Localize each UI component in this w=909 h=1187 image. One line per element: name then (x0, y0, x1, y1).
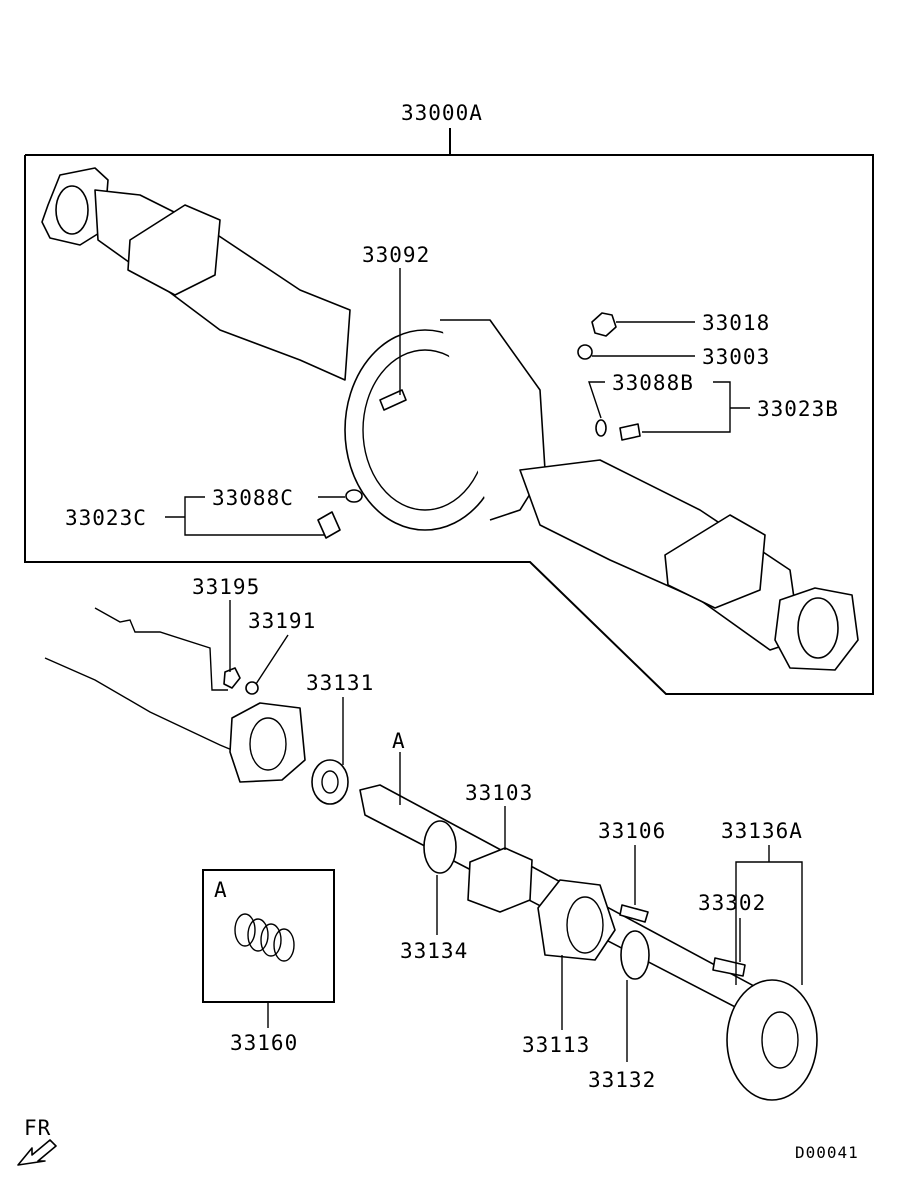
label-front: FR (24, 1116, 51, 1140)
label-33106: 33106 (598, 819, 666, 843)
label-mark-a: A (392, 729, 406, 753)
label-33023B: 33023B (757, 397, 839, 421)
front-arrow-icon (17, 1139, 57, 1166)
label-33103: 33103 (465, 781, 533, 805)
label-detail-a: A (214, 878, 228, 902)
label-33136A: 33136A (721, 819, 803, 843)
label-33195: 33195 (192, 575, 260, 599)
label-33302: 33302 (698, 891, 766, 915)
upper-leader-lines (165, 268, 750, 536)
label-33088C: 33088C (212, 486, 294, 510)
axle-housing-frame (24, 128, 874, 695)
label-33160: 33160 (230, 1031, 298, 1055)
label-33134: 33134 (400, 939, 468, 963)
diagram-code: D00041 (795, 1143, 859, 1162)
label-33132: 33132 (588, 1068, 656, 1092)
label-33088B: 33088B (612, 371, 694, 395)
label-33003: 33003 (702, 345, 770, 369)
label-33191: 33191 (248, 609, 316, 633)
detail-box-a (202, 869, 335, 1028)
label-33000A: 33000A (401, 101, 483, 125)
label-33018: 33018 (702, 311, 770, 335)
axle-housing-illustration (41, 167, 859, 671)
label-33023C: 33023C (65, 506, 147, 530)
label-33131: 33131 (306, 671, 374, 695)
lower-leader-lines (229, 600, 803, 1062)
label-33092: 33092 (362, 243, 430, 267)
label-33113: 33113 (522, 1033, 590, 1057)
axle-shaft-illustration (44, 607, 818, 1101)
